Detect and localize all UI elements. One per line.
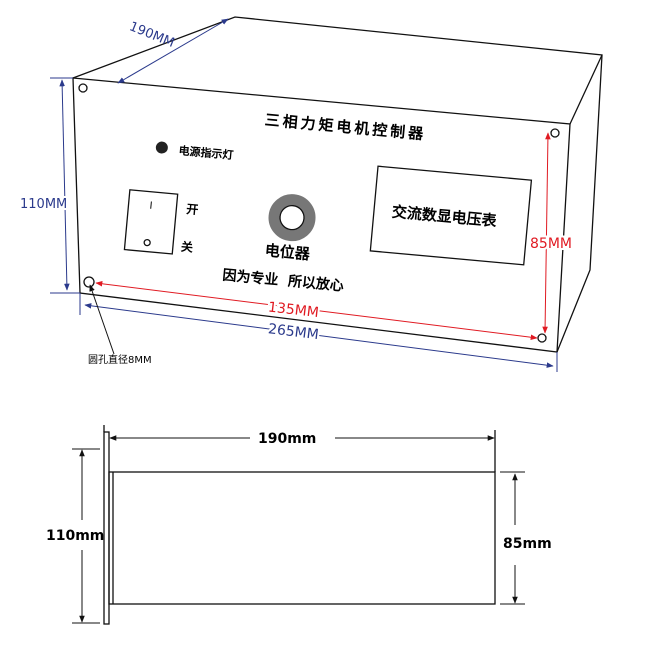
mounting-hole [78,83,88,93]
switch-off-label: 关 [180,239,193,255]
mounting-hole [83,276,95,288]
power-indicator-lamp [155,141,168,154]
height-dimension: 110MM [20,197,67,212]
side-depth-dimension: 190mm [258,431,316,447]
power-switch[interactable] [123,189,179,255]
panel-title: 三相力矩电机控制器 [264,111,427,144]
slogan: 因为专业 所以放心 [222,267,345,295]
hole-diameter-note: 圆孔直径8MM [88,353,152,366]
side-view [103,425,496,625]
width-dimension: 265MM [267,321,319,343]
mounting-hole [550,128,560,138]
hole-vertical-dimension: 85MM [530,236,572,252]
switch-off-mark [143,238,151,247]
side-height-dimension: 110mm [46,528,104,544]
switch-on-mark: I [149,201,153,212]
depth-dimension: 190MM [127,19,176,51]
side-body [108,471,496,605]
power-indicator-label: 电源指示灯 [178,143,234,162]
ac-voltmeter-display [369,165,533,266]
potentiometer-knob[interactable] [268,194,316,242]
potentiometer-label: 电位器 [264,241,311,263]
mounting-hole [537,333,547,343]
side-front-plate [103,431,110,625]
hole-horizontal-dimension: 135MM [267,299,319,321]
voltmeter-label: 交流数显电压表 [391,203,498,231]
side-body-height-dimension: 85mm [503,536,552,552]
switch-on-label: 开 [186,202,199,217]
